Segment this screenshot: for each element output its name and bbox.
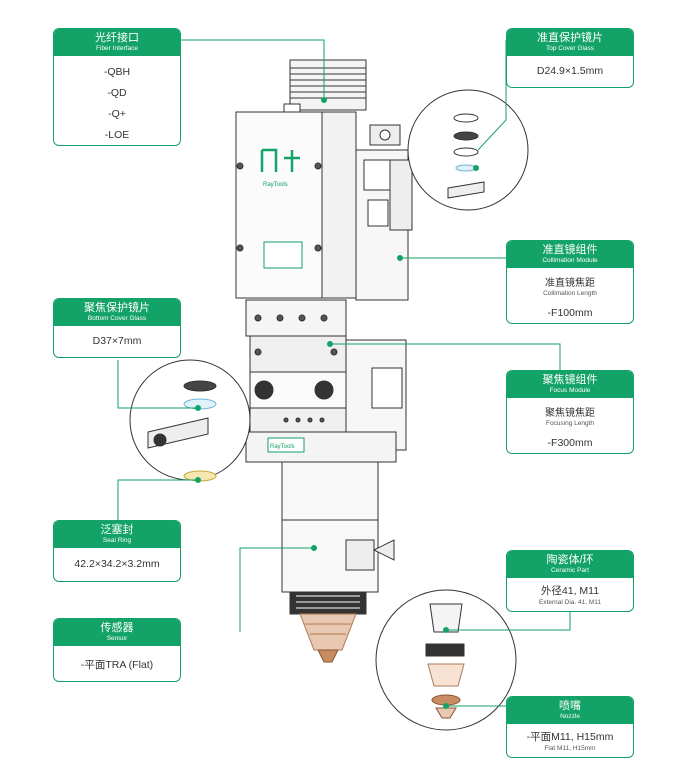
bottom-cover-detail xyxy=(129,359,251,482)
nozzle-value-en: Flat M11, H15mm xyxy=(544,745,596,753)
sensor-header: 传感器 Sensor xyxy=(54,619,180,647)
bottom-cover-glass-value: D37×7mm xyxy=(92,335,142,348)
fiber-option-loe: -LOE xyxy=(104,129,130,142)
focus-module-header: 聚焦镜组件 Focus Module xyxy=(507,371,633,399)
nozzle-value-cn: -平面M11, H15mm xyxy=(526,731,614,744)
top-cover-glass-header: 准直保护镜片 Top Cover Glass xyxy=(507,29,633,57)
fiber-interface-title-cn: 光纤接口 xyxy=(95,32,139,44)
collimation-module-box: 准直镜组件 Collimation Module 准直镜焦距 Collimati… xyxy=(506,240,634,324)
collimation-length-label-cn: 准直镜焦距 xyxy=(545,278,595,290)
seal-ring-title-cn: 泛塞封 xyxy=(100,524,134,536)
focus-module-title-en: Focus Module xyxy=(549,387,591,395)
fiber-option-qbh: -QBH xyxy=(103,66,131,79)
top-cover-glass-value: D24.9×1.5mm xyxy=(536,65,604,78)
collimation-length-value: -F100mm xyxy=(547,307,593,320)
nozzle-header: 喷嘴 Nozzle xyxy=(507,697,633,725)
collimation-block xyxy=(355,124,413,301)
focus-module-title-cn: 聚焦镜组件 xyxy=(542,374,598,386)
ceramic-part-header: 陶瓷体/环 Ceramic Part xyxy=(507,551,633,579)
focus-housing xyxy=(245,299,407,463)
top-cover-glass-title-cn: 准直保护镜片 xyxy=(537,32,603,44)
seal-ring-header: 泛塞封 Seal Ring xyxy=(54,521,180,549)
collimation-module-title-en: Collimation Module xyxy=(542,257,598,265)
svg-text:RayTools: RayTools xyxy=(263,182,288,188)
brand-logo: RayTools RayTools xyxy=(260,148,300,450)
svg-text:RayTools: RayTools xyxy=(270,444,295,450)
collimation-length-label-en: Collimation Length xyxy=(543,290,597,298)
ceramic-part-title-cn: 陶瓷体/环 xyxy=(546,554,594,566)
collimation-module-title-cn: 准直镜组件 xyxy=(542,244,598,256)
ceramic-part-box: 陶瓷体/环 Ceramic Part 外径41, M11 External Di… xyxy=(506,550,634,612)
ceramic-detail xyxy=(375,589,517,731)
sensor-body xyxy=(281,461,395,663)
seal-ring-box: 泛塞封 Seal Ring 42.2×34.2×3.2mm xyxy=(53,520,181,582)
focusing-length-value: -F300mm xyxy=(547,437,593,450)
focusing-length-label-cn: 聚焦镜焦距 xyxy=(545,408,595,420)
fiber-interface-header: 光纤接口 Fiber Interface xyxy=(54,29,180,57)
bottom-cover-glass-header: 聚焦保护镜片 Bottom Cover Glass xyxy=(54,299,180,327)
seal-ring-title-en: Seal Ring xyxy=(102,537,132,545)
focus-module-box: 聚焦镜组件 Focus Module 聚焦镜焦距 Focusing Length… xyxy=(506,370,634,454)
sensor-title-cn: 传感器 xyxy=(100,622,134,634)
top-cover-glass-box: 准直保护镜片 Top Cover Glass D24.9×1.5mm xyxy=(506,28,634,88)
upper-housing xyxy=(235,111,357,299)
nozzle-title-cn: 喷嘴 xyxy=(559,700,581,712)
nozzle-box: 喷嘴 Nozzle -平面M11, H15mm Flat M11, H15mm xyxy=(506,696,634,758)
bottom-cover-glass-title-cn: 聚焦保护镜片 xyxy=(84,302,150,314)
nozzle-title-en: Nozzle xyxy=(560,713,580,721)
ceramic-part-value-cn: 外径41, M11 xyxy=(540,585,600,598)
fiber-option-qd: -QD xyxy=(107,87,127,100)
sensor-value: -平面TRA (Flat) xyxy=(80,659,154,672)
top-cover-glass-title-en: Top Cover Glass xyxy=(545,45,595,53)
ceramic-part-title-en: Ceramic Part xyxy=(551,567,589,575)
collimation-module-header: 准直镜组件 Collimation Module xyxy=(507,241,633,269)
fiber-option-qplus: -Q+ xyxy=(108,108,126,121)
focusing-length-label-en: Focusing Length xyxy=(545,420,595,428)
fiber-connector xyxy=(283,59,367,117)
sensor-title-en: Sensor xyxy=(106,635,128,643)
fiber-interface-box: 光纤接口 Fiber Interface -QBH -QD -Q+ -LOE xyxy=(53,28,181,146)
fiber-interface-title-en: Fiber Interface xyxy=(96,45,138,53)
sensor-box: 传感器 Sensor -平面TRA (Flat) xyxy=(53,618,181,682)
bottom-cover-glass-title-en: Bottom Cover Glass xyxy=(87,315,147,323)
ceramic-part-value-en: External Dia. 41, M11 xyxy=(538,599,602,607)
seal-ring-value: 42.2×34.2×3.2mm xyxy=(74,558,160,571)
top-cover-detail xyxy=(407,89,529,211)
bottom-cover-glass-box: 聚焦保护镜片 Bottom Cover Glass D37×7mm xyxy=(53,298,181,358)
